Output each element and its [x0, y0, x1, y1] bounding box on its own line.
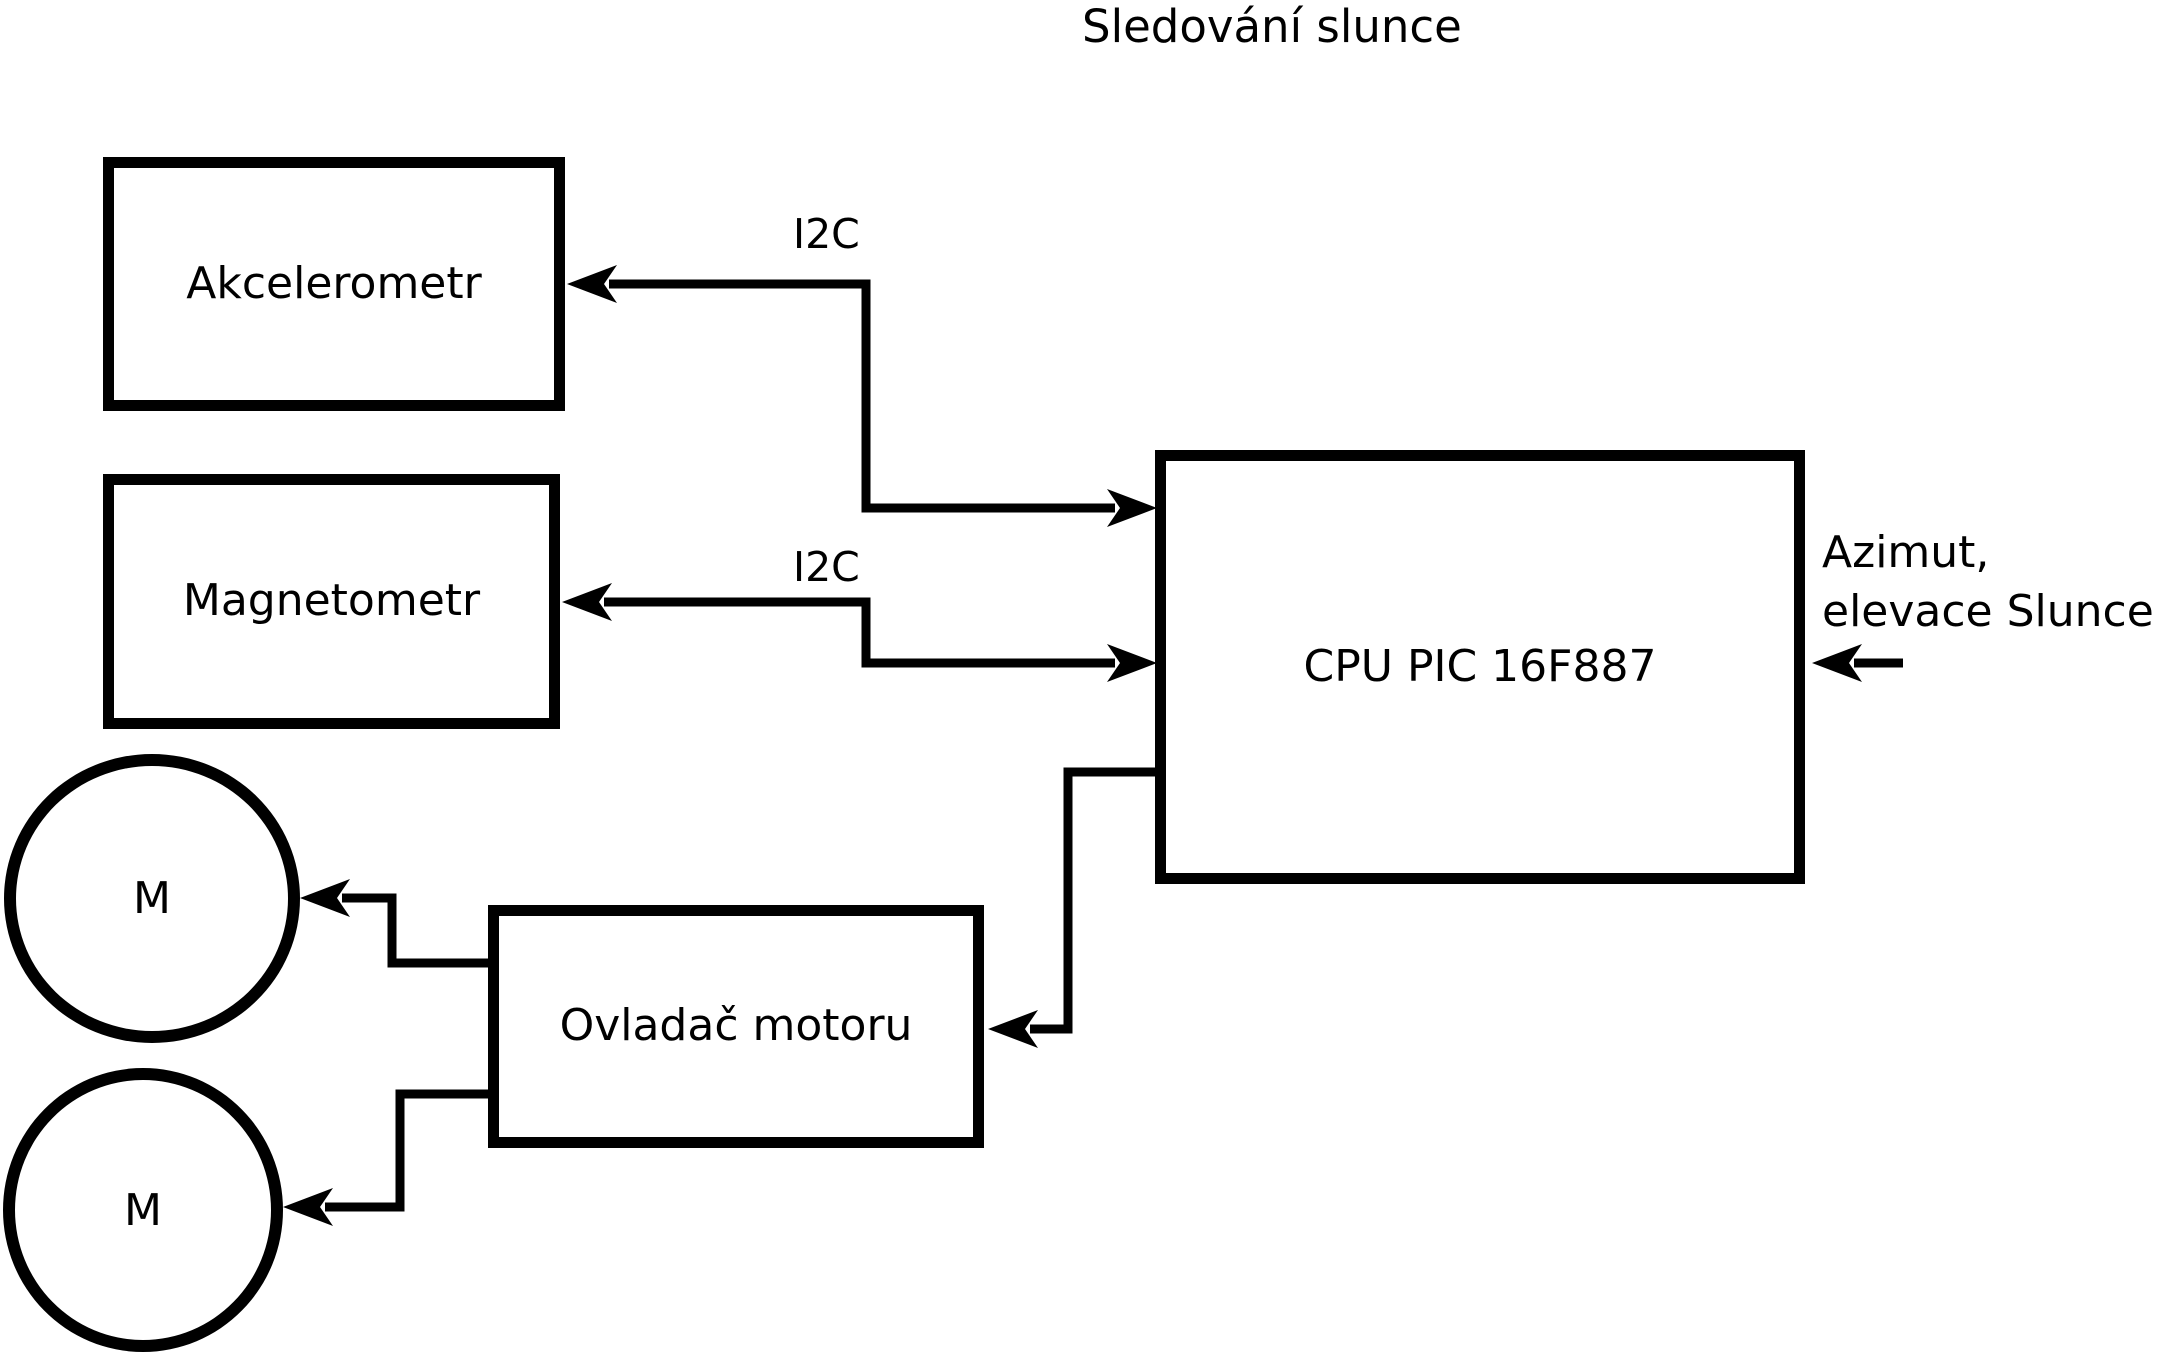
- connector-i2c-akcelerometr-cpu: [609, 279, 1115, 513]
- node-akcelerometr-label: Akcelerometr: [186, 257, 482, 309]
- arrowhead-into-akcelerometr: [567, 265, 617, 303]
- label-azimut-line1: Azimut,: [1822, 527, 1990, 578]
- connector-ovladac-motor1: [342, 893, 489, 968]
- node-ovladac-motoru-label: Ovladač motoru: [559, 1000, 913, 1052]
- arrowhead-azimut-into-cpu: [1812, 644, 1862, 682]
- connector-ovladac-motor2: [325, 1089, 489, 1212]
- arrowhead-into-ovladac: [988, 1010, 1038, 1048]
- node-motor-1: M: [4, 754, 300, 1043]
- arrowhead-into-cpu-top: [1107, 489, 1157, 527]
- arrowhead-into-motor2: [283, 1188, 333, 1226]
- node-magnetometr: Magnetometr: [103, 474, 560, 729]
- node-ovladac-motoru: Ovladač motoru: [488, 905, 984, 1148]
- arrowhead-into-motor1: [300, 879, 350, 917]
- node-cpu: CPU PIC 16F887: [1155, 450, 1805, 884]
- connector-i2c-magnetometr-cpu: [604, 597, 1115, 668]
- label-i2c-akcelerometr: I2C: [793, 210, 860, 258]
- node-akcelerometr: Akcelerometr: [103, 157, 565, 411]
- node-motor-2: M: [3, 1068, 283, 1352]
- node-motor-1-label: M: [133, 873, 171, 924]
- node-cpu-label: CPU PIC 16F887: [1303, 640, 1657, 692]
- arrowhead-into-magnetometr: [562, 583, 612, 621]
- node-magnetometr-label: Magnetometr: [182, 575, 481, 627]
- connector-cpu-ovladac: [1030, 767, 1155, 1034]
- node-motor-2-label: M: [124, 1184, 162, 1236]
- label-i2c-magnetometr: I2C: [793, 543, 860, 591]
- diagram-title: Sledování slunce: [1082, 0, 1462, 53]
- label-azimut-input: Azimut, elevace Slunce: [1822, 524, 2154, 641]
- label-azimut-line2: elevace Slunce: [1822, 585, 2154, 637]
- arrowhead-into-cpu-bottom: [1107, 644, 1157, 682]
